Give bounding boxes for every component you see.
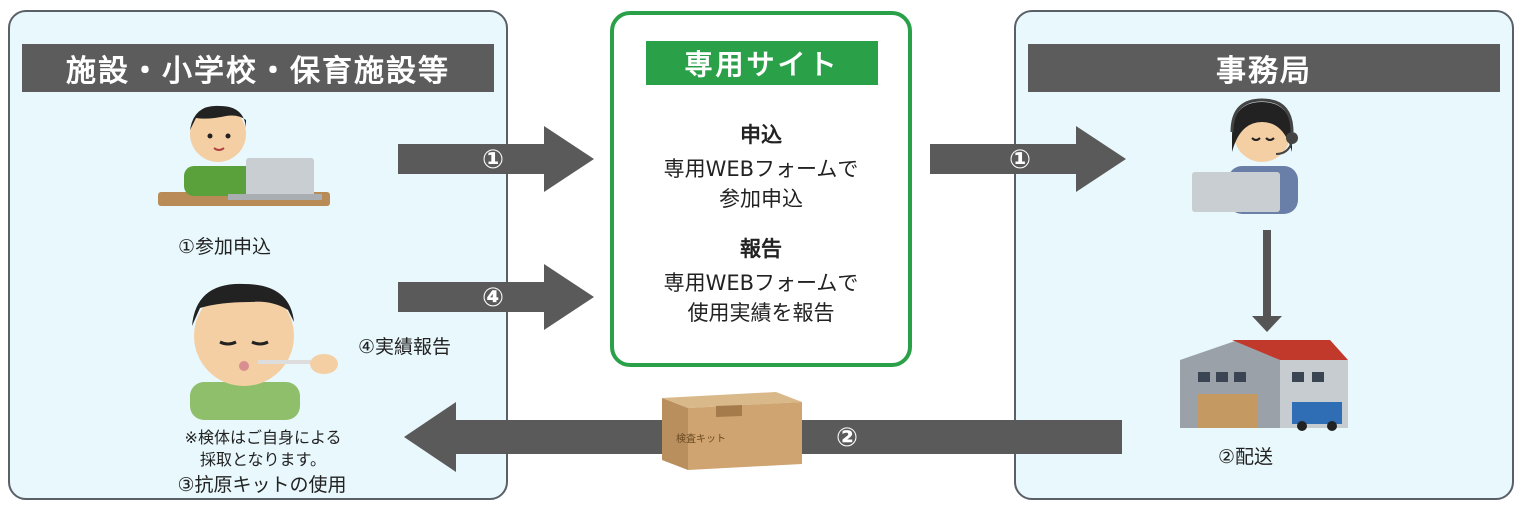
report-arrow-number: ④ <box>481 283 504 313</box>
dedicated-site-header: 専用サイト <box>646 41 878 85</box>
report-line-1: 専用WEBフォームで <box>663 271 859 295</box>
test-kit-box-label: 検査キット <box>676 434 726 445</box>
office-down-arrow <box>1252 230 1282 332</box>
kit-use-label: ③抗原キットの使用 <box>177 474 347 496</box>
warehouse-icon <box>1180 340 1348 431</box>
apply-step-label: ①参加申込 <box>178 236 272 258</box>
dedicated-site-box: 専用サイト 申込 専用WEBフォームで 参加申込 報告 専用WEBフォームで 使… <box>610 11 912 367</box>
apply-arrow-left-number: ① <box>481 145 504 175</box>
report-title: 報告 <box>740 237 782 261</box>
delivery-step-label: ②配送 <box>1218 446 1274 468</box>
report-line-2: 使用実績を報告 <box>687 301 835 325</box>
facility-header: 施設・小学校・保育施設等 <box>22 44 494 92</box>
sample-note-line-2: 採取となります。 <box>200 450 326 469</box>
apply-title: 申込 <box>740 123 782 147</box>
sample-note-line-1: ※検体はご自身による <box>184 428 342 447</box>
operator-headset-icon <box>1192 98 1298 214</box>
apply-arrow-right-number: ① <box>1008 145 1031 175</box>
apply-arrow-to-office <box>930 126 1126 192</box>
delivery-arrow-number: ② <box>835 423 858 453</box>
report-step-label: ④実績報告 <box>358 336 452 358</box>
apply-line-1: 専用WEBフォームで <box>663 157 859 181</box>
person-nasal-swab-icon <box>190 283 338 420</box>
office-header: 事務局 <box>1028 44 1500 92</box>
apply-arrow-to-site <box>398 126 594 192</box>
apply-line-2: 参加申込 <box>719 187 803 211</box>
test-kit-box-icon <box>662 392 802 470</box>
person-laptop-icon <box>158 105 330 206</box>
report-arrow-to-site <box>398 264 594 330</box>
